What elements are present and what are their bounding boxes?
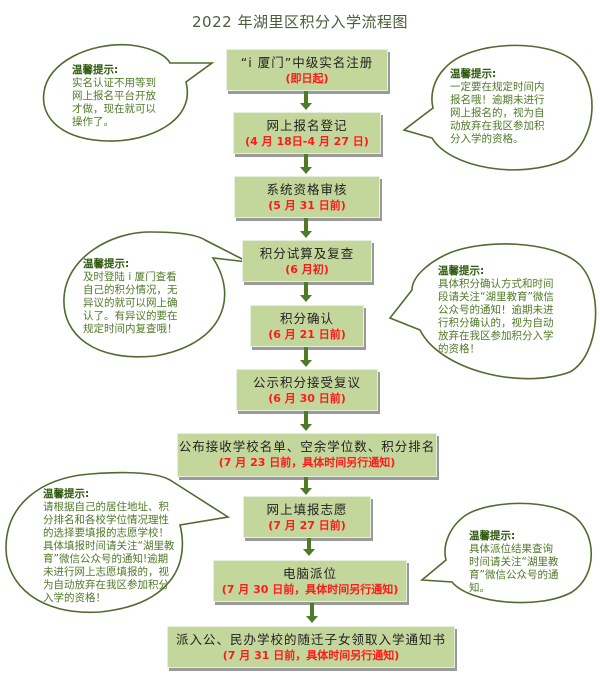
tip-bubble-3: 温馨提示: 及时登陆 i 厦门查看自己的积分情况，无异议的就可以网上确认了。有异… bbox=[83, 258, 185, 336]
tip-body: 实名认证不用等到网上报名平台开放才做，现在就可以操作了。 bbox=[72, 77, 156, 128]
tip-heading: 温馨提示: bbox=[438, 265, 485, 277]
step-date: (即日起) bbox=[285, 72, 329, 85]
tip-heading: 温馨提示: bbox=[469, 530, 516, 542]
tip-bubble-1-shape bbox=[42, 43, 215, 142]
step-online-application: 网上填报志愿 (7 月 27 日前) bbox=[243, 496, 371, 538]
step-date: (7 月 23 日前，具体时间另行通知) bbox=[218, 456, 396, 469]
tip-bubble-5: 温馨提示: 请根据自己的居住地址、积分排名和各校学位情况理性的选择要填报的志愿学… bbox=[43, 488, 177, 605]
step-real-name-registration: “i 厦门”中级实名注册 (即日起) bbox=[226, 49, 388, 91]
step-label: 网上填报志愿 bbox=[266, 502, 348, 517]
step-label: 积分确认 bbox=[279, 311, 334, 326]
step-eligibility-review: 系统资格审核 (5 月 31 日前) bbox=[234, 176, 380, 218]
step-date: (4 月 18日-4 月 27 日) bbox=[245, 135, 369, 148]
tip-bubble-3-shape bbox=[63, 231, 249, 358]
step-online-registration: 网上报名登记 (4 月 18日-4 月 27 日) bbox=[233, 112, 381, 154]
step-date: (7 月 30 日前，具体时间另行通知) bbox=[221, 583, 399, 596]
tip-bubble-5-shape bbox=[5, 471, 231, 614]
tip-body: 及时登陆 i 厦门查看自己的积分情况，无异议的就可以网上确认了。有异议的要在规定… bbox=[83, 271, 178, 335]
step-label: 电脑派位 bbox=[282, 566, 337, 581]
tip-heading: 温馨提示: bbox=[72, 64, 119, 76]
step-date: (5 月 31 日前) bbox=[268, 199, 346, 212]
step-label: 系统资格审核 bbox=[266, 182, 348, 197]
tip-body: 一定要在规定时间内报名哦！逾期未进行网上报名的，视为自动放弃在我区参加积分入学的… bbox=[450, 81, 545, 145]
tip-bubble-2: 温馨提示: 一定要在规定时间内报名哦！逾期未进行网上报名的，视为自动放弃在我区参… bbox=[450, 68, 550, 146]
tip-heading: 温馨提示: bbox=[450, 68, 497, 80]
step-label: 派入公、民办学校的随迁子女领取入学通知书 bbox=[175, 632, 446, 647]
step-points-confirmation: 积分确认 (6 月 21 日前) bbox=[250, 305, 364, 347]
step-date: (6 月 21 日前) bbox=[268, 328, 346, 341]
step-label: 网上报名登记 bbox=[266, 118, 348, 133]
step-label: 公示积分接受复议 bbox=[252, 375, 361, 390]
tip-heading: 温馨提示: bbox=[43, 488, 90, 500]
tip-bubble-2-shape bbox=[402, 44, 593, 171]
step-computer-allocation: 电脑派位 (7 月 30 日前，具体时间另行通知) bbox=[213, 560, 407, 602]
step-date: (6 月初) bbox=[285, 263, 329, 276]
step-label: 公布接收学校名单、空余学位数、积分排名 bbox=[178, 439, 436, 454]
flowchart-title: 2022 年湖里区积分入学流程图 bbox=[192, 13, 408, 31]
step-date: (7 月 27 日前) bbox=[268, 519, 346, 532]
tip-bubble-6-shape bbox=[419, 502, 593, 604]
step-receive-admission-notice: 派入公、民办学校的随迁子女领取入学通知书 (7 月 31 日前，具体时间另行通知… bbox=[167, 626, 455, 668]
tip-body: 具体派位结果查询时间请关注“湖里教育”微信公众号的通知。 bbox=[469, 543, 559, 594]
step-date: (6 月 30 日前) bbox=[268, 392, 346, 405]
tip-bubble-1: 温馨提示: 实名认证不用等到网上报名平台开放才做，现在就可以操作了。 bbox=[72, 64, 162, 129]
tip-body: 请根据自己的居住地址、积分排名和各校学位情况理性的选择要填报的志愿学校！具体填报… bbox=[43, 501, 175, 604]
tip-body: 具体积分确认方式和时间段请关注“湖里教育”微信公众号的通知！逾期未进行积分确认的… bbox=[438, 278, 554, 355]
step-points-publicity: 公示积分接受复议 (6 月 30 日前) bbox=[236, 369, 378, 411]
step-points-calculation: 积分试算及复查 (6 月初) bbox=[242, 240, 372, 282]
tip-bubble-4: 温馨提示: 具体积分确认方式和时间段请关注“湖里教育”微信公众号的通知！逾期未进… bbox=[438, 265, 560, 356]
step-publish-school-list: 公布接收学校名单、空余学位数、积分排名 (7 月 23 日前，具体时间另行通知) bbox=[177, 433, 437, 477]
tip-bubble-4-shape bbox=[388, 243, 597, 380]
step-label: 积分试算及复查 bbox=[259, 246, 355, 261]
step-date: (7 月 31 日前，具体时间另行通知) bbox=[222, 649, 400, 662]
step-label: “i 厦门”中级实名注册 bbox=[240, 55, 374, 70]
tip-bubble-6: 温馨提示: 具体派位结果查询时间请关注“湖里教育”微信公众号的通知。 bbox=[469, 530, 563, 595]
tip-heading: 温馨提示: bbox=[83, 258, 130, 270]
